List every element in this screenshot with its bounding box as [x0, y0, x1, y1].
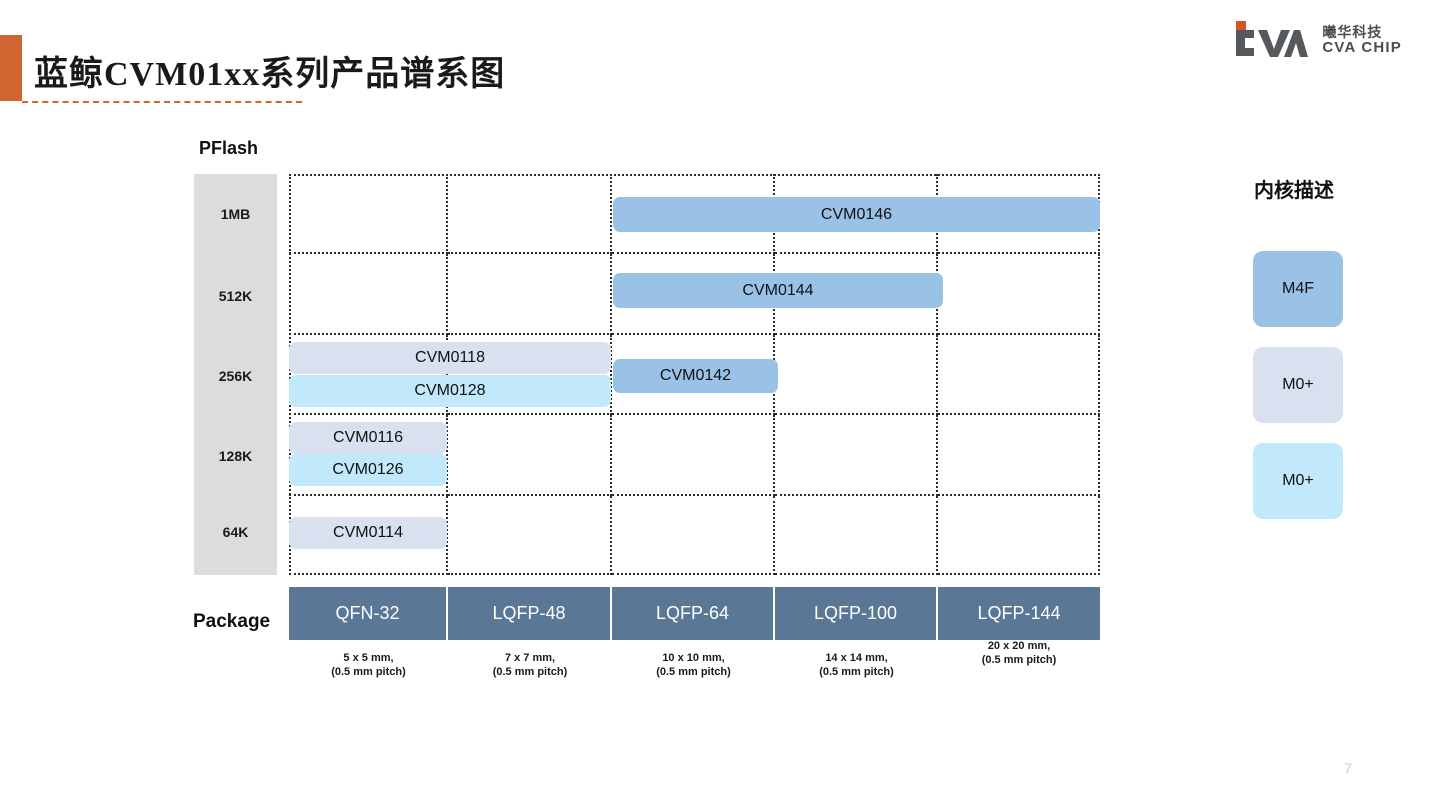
page-number: 7	[1344, 760, 1352, 776]
product-label: CVM0146	[820, 205, 893, 223]
product-label: CVM0118	[415, 349, 485, 366]
package-note-lqfp-144: 20 x 20 mm, (0.5 mm pitch)	[938, 640, 1100, 668]
package-cell-lqfp-48[interactable]: LQFP-48	[448, 587, 612, 640]
product-label: CVM0128	[414, 382, 486, 399]
grid-cell	[289, 174, 448, 254]
package-dimension-notes: 5 x 5 mm, (0.5 mm pitch) 7 x 7 mm, (0.5 …	[289, 640, 1100, 680]
note-line-2: (0.5 mm pitch)	[981, 653, 1057, 666]
note-line-2: (0.5 mm pitch)	[492, 665, 568, 678]
cva-logo-icon	[1234, 21, 1312, 61]
axis-tick-512k: 512K	[218, 288, 253, 304]
grid-cell	[612, 496, 775, 575]
axis-tick-1mb: 1MB	[220, 206, 251, 222]
note-line-2: (0.5 mm pitch)	[656, 665, 731, 678]
package-note-lqfp-64: 10 x 10 mm, (0.5 mm pitch)	[612, 652, 775, 680]
grid-cell	[938, 254, 1100, 335]
note-line-1: 20 x 20 mm,	[987, 640, 1051, 652]
product-bar-cvm0128[interactable]: CVM0128	[289, 375, 611, 407]
grid-cell	[448, 335, 612, 415]
legend-item-m0plus-cyan[interactable]: M0+	[1253, 443, 1343, 519]
logo-english-name: CVA CHIP	[1322, 39, 1402, 57]
grid-cell	[289, 496, 448, 575]
grid-cell	[289, 415, 448, 496]
legend-item-m0plus-lavender[interactable]: M0+	[1253, 347, 1343, 423]
logo-chinese-name: 曦华科技	[1322, 23, 1383, 40]
product-bar-cvm0116[interactable]: CVM0116	[289, 422, 447, 454]
product-bar-cvm0142[interactable]: CVM0142	[613, 359, 778, 393]
package-note-lqfp-48: 7 x 7 mm, (0.5 mm pitch)	[448, 652, 612, 680]
legend-item-m4f[interactable]: M4F	[1253, 251, 1343, 327]
grid-cell	[938, 335, 1100, 415]
note-line-1: 14 x 14 mm,	[825, 652, 888, 664]
axis-tick-64k: 64K	[222, 524, 249, 540]
product-label: CVM0126	[332, 461, 404, 478]
pflash-axis-band: 1MB 512K 256K 128K 64K	[194, 174, 277, 575]
logo-wordmark: 曦华科技 CVA CHIP	[1322, 23, 1402, 57]
axis-tick-128k: 128K	[218, 448, 253, 464]
title-accent-bar	[0, 35, 22, 101]
package-note-lqfp-100: 14 x 14 mm, (0.5 mm pitch)	[775, 652, 938, 680]
product-bar-cvm0114[interactable]: CVM0114	[289, 517, 447, 549]
brand-logo: 曦华科技 CVA CHIP	[1234, 18, 1402, 64]
grid-cell	[938, 415, 1100, 496]
legend-label: M4F	[1282, 280, 1314, 297]
title-underline	[22, 101, 302, 103]
product-bar-cvm0126[interactable]: CVM0126	[289, 454, 447, 486]
package-cell-lqfp-144[interactable]: LQFP-144	[938, 587, 1100, 640]
package-cell-lqfp-64[interactable]: LQFP-64	[612, 587, 775, 640]
axis-tick-256k: 256K	[218, 368, 253, 384]
product-bar-cvm0118[interactable]: CVM0118	[289, 342, 611, 374]
grid-cell	[448, 415, 612, 496]
package-cell-qfn-32[interactable]: QFN-32	[289, 587, 448, 640]
product-label: CVM0116	[333, 429, 403, 446]
grid-cell	[448, 496, 612, 575]
package-note-qfn-32: 5 x 5 mm, (0.5 mm pitch)	[289, 652, 448, 680]
product-bar-cvm0144[interactable]: CVM0144	[613, 273, 943, 308]
grid-cell	[938, 496, 1100, 575]
note-line-1: 5 x 5 mm,	[343, 652, 394, 664]
grid-cell	[289, 254, 448, 335]
product-matrix: CVM0146 CVM0144 CVM0142 CVM0118 CVM0128 …	[289, 174, 1100, 575]
package-axis-label: Package	[193, 611, 271, 632]
grid-cell	[775, 496, 938, 575]
product-bar-cvm0146[interactable]: CVM0146	[613, 197, 1100, 232]
product-label: CVM0142	[659, 367, 732, 384]
note-line-2: (0.5 mm pitch)	[331, 665, 406, 678]
legend-label: M0+	[1282, 472, 1314, 489]
pflash-axis-label: PFlash	[199, 138, 259, 158]
package-cell-lqfp-100[interactable]: LQFP-100	[775, 587, 938, 640]
note-line-2: (0.5 mm pitch)	[819, 665, 894, 678]
grid-cell	[775, 335, 938, 415]
product-label: CVM0144	[742, 281, 814, 299]
grid-cell	[612, 415, 775, 496]
note-line-1: 10 x 10 mm,	[662, 652, 725, 664]
grid-cell	[448, 254, 612, 335]
grid-cell	[775, 415, 938, 496]
page-title: 蓝鲸CVM01xx系列产品谱系图	[34, 56, 506, 93]
package-header-row: QFN-32 LQFP-48 LQFP-64 LQFP-100 LQFP-144	[289, 587, 1100, 640]
grid-cell	[448, 174, 612, 254]
note-line-1: 7 x 7 mm,	[504, 652, 556, 664]
product-label: CVM0114	[333, 524, 403, 541]
legend-label: M0+	[1282, 376, 1314, 393]
legend-title: 内核描述	[1254, 180, 1334, 202]
